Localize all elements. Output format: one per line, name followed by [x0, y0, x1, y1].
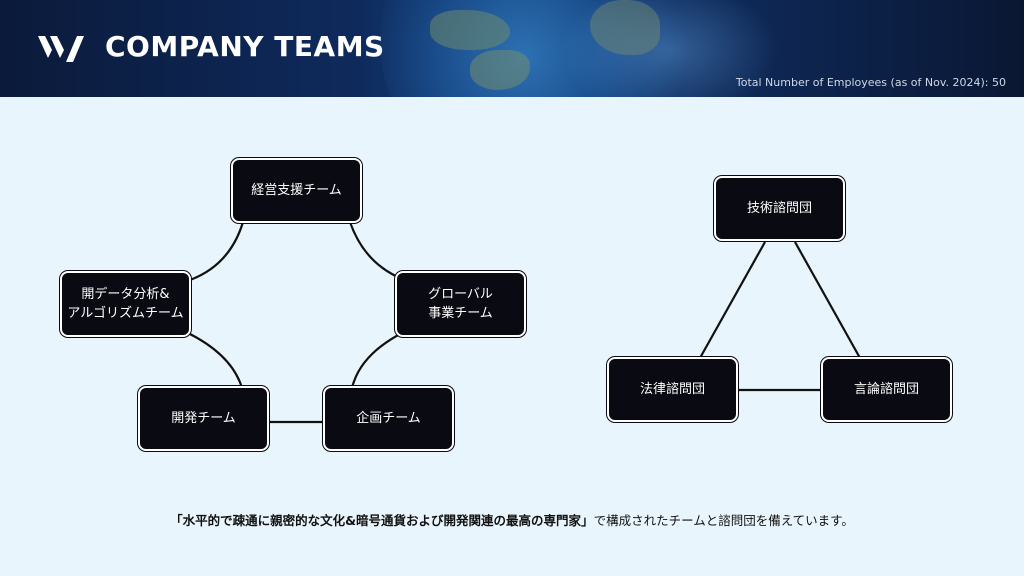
caption-text: で構成されたチームと諮問団を備えています。 [593, 513, 854, 528]
caption: 「水平的で疎通に親密的な文化&暗号通貨および開発関連の最高の専門家」で構成された… [0, 510, 1024, 529]
connector-management-global [348, 221, 406, 282]
connector-management-data [189, 221, 245, 282]
node-label: 経営支援チーム [251, 182, 342, 198]
caption-emphasis: 「水平的で疎通に親密的な文化&暗号通貨および開発関連の最高の専門家」 [170, 513, 594, 528]
node-label-line1: 開データ分析& [81, 286, 170, 302]
globe-land [430, 10, 510, 50]
header-banner: COMPANY TEAMS Total Number of Employees … [0, 0, 1024, 97]
node-data-algorithm-team: 開データ分析& アルゴリズムチーム [60, 271, 191, 337]
node-label: 法律諮問団 [639, 381, 705, 397]
node-label: 言論諮問団 [853, 381, 919, 397]
node-development-team: 開発チーム [138, 386, 269, 451]
globe-land [590, 0, 660, 55]
page-title: COMPANY TEAMS [105, 30, 385, 63]
employee-count: Total Number of Employees (as of Nov. 20… [735, 76, 1006, 89]
globe-land [470, 50, 530, 90]
node-label: 開発チーム [171, 410, 236, 426]
node-label: 技術諮問団 [746, 200, 812, 216]
node-legal-advisors: 法律諮問団 [607, 357, 738, 422]
connector-global-planning [350, 332, 403, 389]
company-logo-icon [38, 36, 84, 62]
connector-data-development [187, 332, 244, 389]
node-global-business-team: グローバル 事業チーム [395, 271, 526, 337]
node-management-team: 経営支援チーム [231, 158, 362, 223]
node-label: 企画チーム [356, 410, 421, 426]
connector-technical-speech [794, 241, 861, 359]
globe-glow [560, 0, 780, 97]
node-planning-team: 企画チーム [323, 386, 454, 451]
node-label-line1: グローバル [428, 286, 493, 302]
connector-technical-legal [699, 241, 766, 359]
node-label-line2: アルゴリズムチーム [67, 306, 184, 321]
node-technical-advisors: 技術諮問団 [714, 176, 845, 241]
node-label-line2: 事業チーム [428, 306, 493, 321]
node-speech-advisors: 言論諮問団 [821, 357, 952, 422]
